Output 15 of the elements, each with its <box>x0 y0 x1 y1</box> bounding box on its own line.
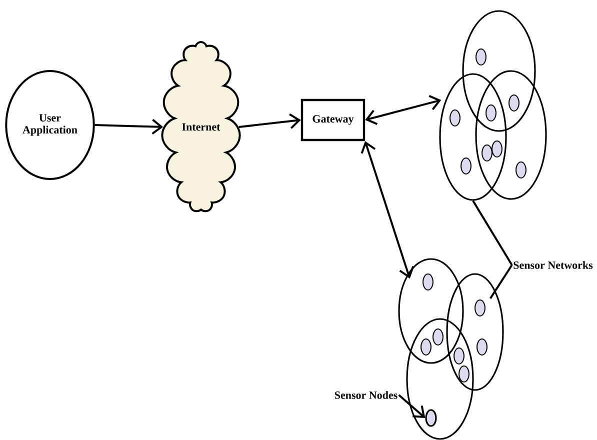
gateway-box: Gateway <box>300 98 366 142</box>
network-label: Sensor Networks <box>514 261 593 269</box>
leader-line <box>472 200 513 266</box>
arrow <box>365 95 442 125</box>
arrow <box>238 113 301 129</box>
node-label: Sensor Nodes <box>334 391 398 399</box>
sensor-dot <box>425 409 437 427</box>
arrow <box>360 141 414 279</box>
internet-cloud: Internet <box>161 41 241 212</box>
sensor-network-ellipse <box>398 258 464 364</box>
sensor-network-ellipse <box>439 73 507 201</box>
arrow <box>94 118 164 134</box>
sensor-network-ellipse <box>446 273 504 391</box>
leader-line <box>490 264 513 299</box>
arrow <box>398 394 426 418</box>
